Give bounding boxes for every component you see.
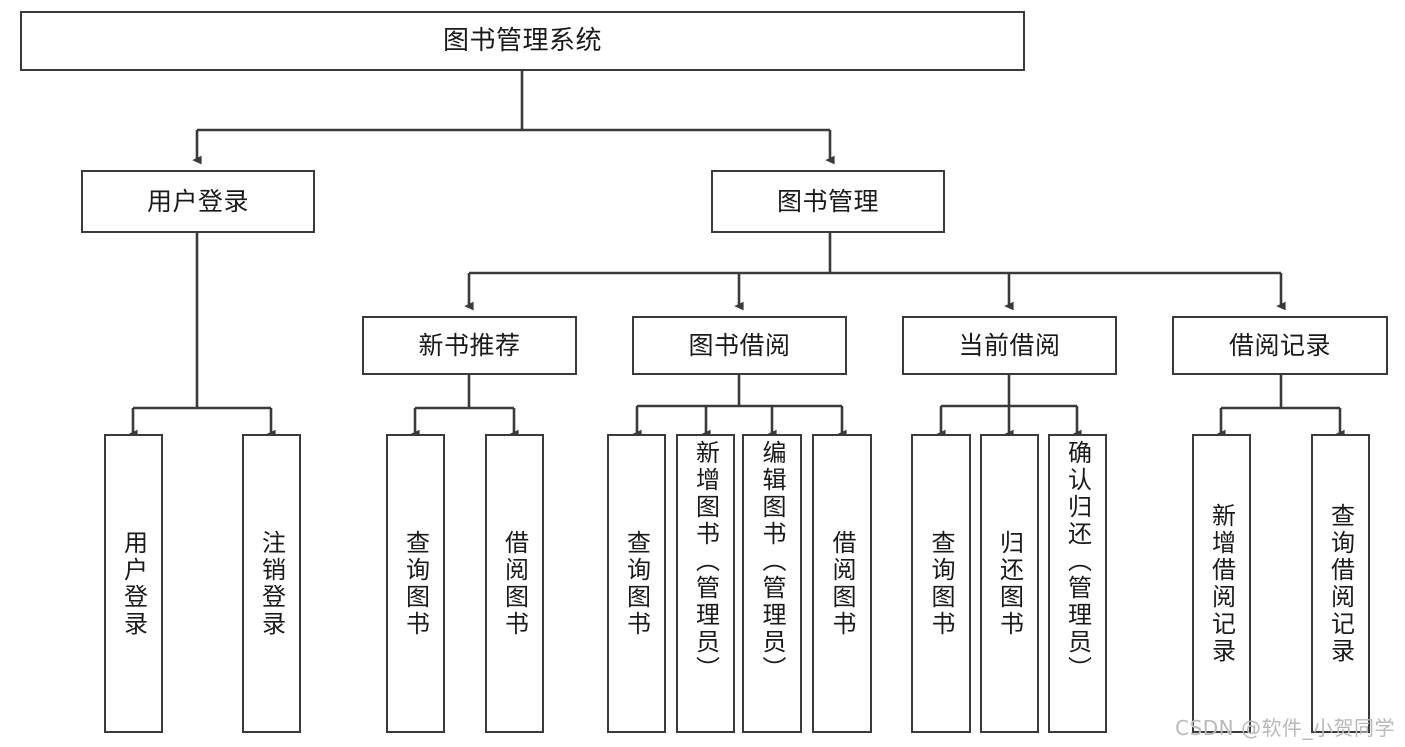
node-label: 图书管理 — [776, 187, 879, 216]
node-label: 归还图书 — [995, 529, 1024, 638]
leaf-add-borrow-record[interactable]: 新增借阅记录 — [1192, 434, 1251, 733]
node-label: 查询借阅记录 — [1326, 502, 1355, 665]
node-label: 编辑图书（管理员） — [758, 440, 786, 683]
leaf-confirm-return-admin[interactable]: 确认归还（管理员） — [1048, 434, 1107, 733]
node-book-borrow[interactable]: 图书借阅 — [632, 316, 847, 375]
node-book-management-system[interactable]: 图书管理系统 — [20, 11, 1025, 71]
node-label: 查询图书 — [401, 529, 430, 638]
node-label: 确认归还（管理员） — [1063, 440, 1092, 683]
node-label: 借阅图书 — [500, 529, 529, 638]
node-label: 借阅图书 — [828, 529, 856, 638]
node-label: 新增图书（管理员） — [691, 440, 720, 683]
node-label: 查询图书 — [622, 529, 651, 638]
node-new-book-recommend[interactable]: 新书推荐 — [362, 316, 577, 375]
leaf-query-borrow-record[interactable]: 查询借阅记录 — [1311, 434, 1370, 733]
node-label: 注销登录 — [257, 529, 286, 638]
csdn-watermark: CSDN @软件_小贺同学 — [1175, 716, 1395, 740]
node-label: 借阅记录 — [1228, 331, 1331, 360]
node-borrow-record[interactable]: 借阅记录 — [1172, 316, 1388, 375]
leaf-query-book-current[interactable]: 查询图书 — [911, 434, 971, 733]
leaf-borrow-book-recommend[interactable]: 借阅图书 — [485, 434, 544, 733]
node-label: 新书推荐 — [418, 331, 521, 360]
leaf-logout-login[interactable]: 注销登录 — [242, 434, 301, 733]
leaf-edit-book-admin[interactable]: 编辑图书（管理员） — [742, 434, 802, 733]
node-label: 图书管理系统 — [442, 25, 602, 56]
leaf-add-book-admin[interactable]: 新增图书（管理员） — [676, 434, 735, 733]
leaf-return-book[interactable]: 归还图书 — [980, 434, 1039, 733]
node-label: 查询图书 — [927, 529, 955, 638]
node-label: 新增借阅记录 — [1207, 502, 1236, 665]
node-current-borrow[interactable]: 当前借阅 — [902, 316, 1117, 375]
node-label: 用户登录 — [119, 529, 148, 638]
node-book-management[interactable]: 图书管理 — [711, 170, 945, 233]
node-label: 图书借阅 — [688, 331, 791, 360]
leaf-borrow-book-borrow[interactable]: 借阅图书 — [812, 434, 872, 733]
node-label: 当前借阅 — [958, 331, 1061, 360]
node-label: 用户登录 — [146, 187, 249, 216]
node-user-login[interactable]: 用户登录 — [81, 170, 315, 233]
leaf-user-login[interactable]: 用户登录 — [104, 434, 163, 733]
leaf-query-book-recommend[interactable]: 查询图书 — [386, 434, 445, 733]
leaf-query-book-borrow[interactable]: 查询图书 — [607, 434, 666, 733]
